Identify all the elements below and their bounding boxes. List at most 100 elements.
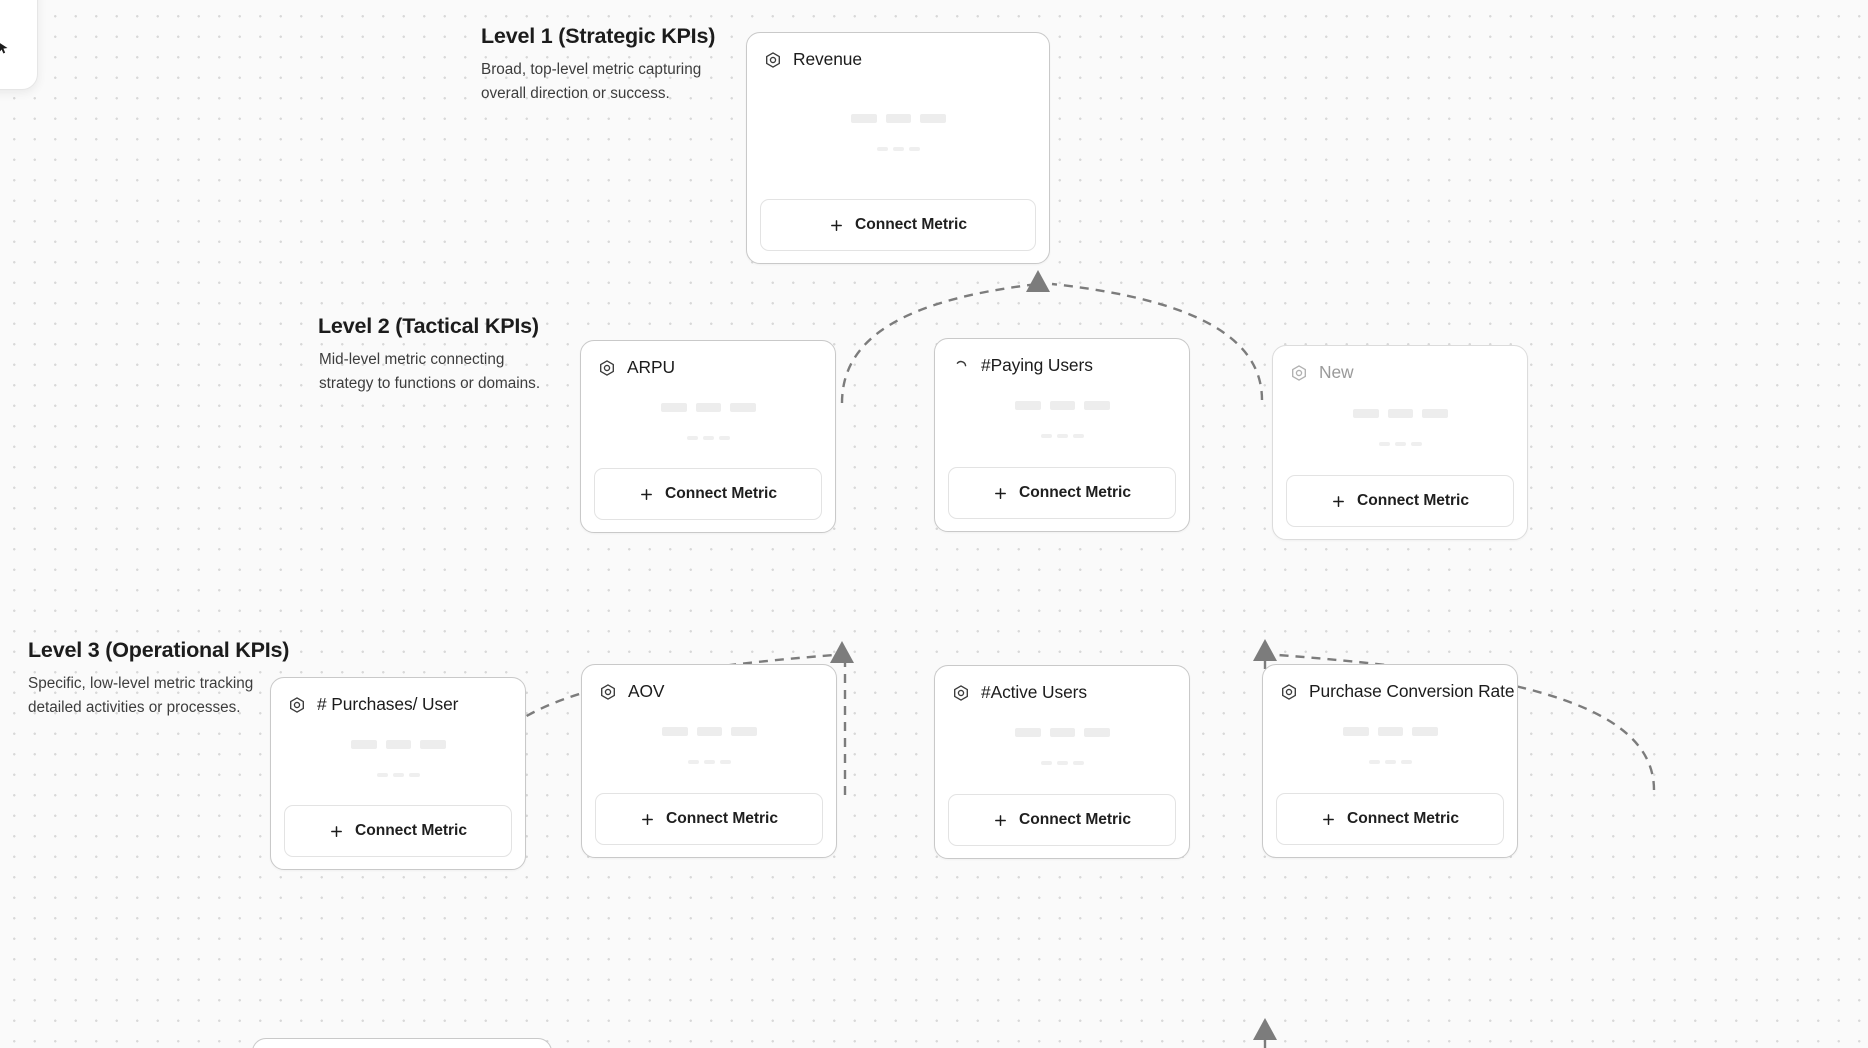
card-header-purchase-conversion-rate: Purchase Conversion Rate: [1276, 678, 1515, 702]
level-1-desc-line-1: Broad, top-level metric capturing: [481, 61, 702, 78]
skeleton-row-primary: [1352, 408, 1448, 418]
metric-card-purchase-conversion-rate[interactable]: Purchase Conversion Rate Connect Metric: [1262, 664, 1518, 858]
metric-card-paying-users[interactable]: #Paying Users Connect Metric: [934, 338, 1190, 532]
skeleton-bar: [660, 402, 687, 412]
connect-metric-button-purchases-per-user[interactable]: Connect Metric: [284, 805, 512, 857]
card-title-new: New: [1319, 362, 1354, 382]
skeleton-bar: [729, 402, 756, 412]
level-3-desc-line-1: Specific, low-level metric tracking: [28, 675, 254, 692]
hexagon-metric-icon: [766, 51, 780, 68]
metric-card-partial-offscreen[interactable]: [252, 1038, 552, 1048]
skeleton-row-secondary: [1040, 761, 1084, 765]
connect-metric-button-purchase-conversion-rate[interactable]: Connect Metric: [1276, 793, 1504, 845]
connect-metric-button-revenue[interactable]: Connect Metric: [760, 199, 1036, 251]
connect-metric-label: Connect Metric: [1019, 484, 1131, 501]
skeleton-bar: [695, 402, 721, 412]
card-skeleton-active-users: [948, 703, 1176, 794]
card-skeleton-purchases-per-user: [284, 715, 512, 805]
connect-metric-button-active-users[interactable]: Connect Metric: [948, 794, 1176, 846]
skeleton-bar: [696, 727, 722, 736]
connect-metric-label: Connect Metric: [1019, 811, 1131, 828]
skeleton-row-secondary: [687, 760, 731, 764]
connect-metric-label: Connect Metric: [666, 810, 778, 827]
plus-icon: [995, 487, 1006, 499]
card-header-revenue: Revenue: [760, 46, 1036, 70]
skeleton-row-secondary: [686, 435, 730, 440]
metric-card-purchases-per-user[interactable]: # Purchases/ User Connect Metric: [270, 677, 526, 870]
skeleton-bar: [385, 739, 411, 749]
skeleton-bar: [1368, 760, 1380, 764]
card-header-paying-users: #Paying Users: [948, 352, 1176, 376]
card-header-arpu: ARPU: [594, 354, 822, 378]
plus-icon: [1333, 495, 1344, 507]
connect-metric-label: Connect Metric: [665, 485, 777, 502]
connect-metric-button-paying-users[interactable]: Connect Metric: [948, 467, 1176, 519]
connect-metric-button-arpu[interactable]: Connect Metric: [594, 468, 822, 520]
connect-metric-label: Connect Metric: [1347, 810, 1459, 827]
level-1-title: Level 1 (Strategic KPIs): [481, 24, 716, 48]
skeleton-bar: [1056, 434, 1068, 438]
skeleton-bar: [1072, 761, 1084, 765]
skeleton-row-secondary: [876, 147, 920, 151]
skeleton-bar: [661, 727, 688, 736]
plus-icon: [641, 488, 652, 500]
card-skeleton-arpu: [594, 378, 822, 468]
level-2-desc-line-1: Mid-level metric connecting: [319, 351, 505, 368]
skeleton-row-primary: [660, 402, 756, 412]
card-skeleton-new: [1286, 383, 1514, 475]
skeleton-bar: [919, 114, 946, 123]
card-skeleton-paying-users: [948, 376, 1176, 467]
level-3-description: Specific, low-level metric tracking deta…: [28, 672, 289, 720]
skeleton-row-primary: [350, 739, 446, 749]
skeleton-bar: [1378, 441, 1390, 446]
connect-metric-button-new[interactable]: Connect Metric: [1286, 475, 1514, 527]
level-1-desc-line-2: overall direction or success.: [481, 85, 670, 102]
hexagon-metric-icon: [290, 696, 304, 713]
skeleton-row-secondary: [1040, 434, 1084, 438]
skeleton-bar: [730, 727, 757, 736]
skeleton-bar: [1352, 408, 1379, 418]
skeleton-bar: [408, 772, 420, 777]
skeleton-bar: [1014, 401, 1041, 410]
card-header-active-users: #Active Users: [948, 679, 1176, 703]
metric-card-aov[interactable]: AOV Connect Metric: [581, 664, 837, 858]
skeleton-bar: [719, 760, 731, 764]
plus-icon: [831, 219, 842, 231]
hexagon-metric-icon: [1282, 683, 1296, 700]
skeleton-row-primary: [850, 114, 946, 123]
level-2-label: Level 2 (Tactical KPIs) Mid-level metric…: [318, 314, 540, 396]
skeleton-bar: [1421, 408, 1448, 418]
skeleton-bar: [392, 772, 404, 777]
connect-metric-label: Connect Metric: [1357, 492, 1469, 509]
skeleton-bar: [1083, 401, 1110, 410]
card-skeleton-purchase-conversion-rate: [1276, 702, 1504, 793]
loading-spinner-icon: [956, 360, 967, 366]
floating-toolbar-panel[interactable]: [0, 0, 38, 90]
skeleton-bar: [718, 435, 730, 440]
metric-card-active-users[interactable]: #Active Users Connect Metric: [934, 665, 1190, 859]
connect-metric-label: Connect Metric: [355, 822, 467, 839]
skeleton-row-secondary: [1378, 441, 1422, 446]
metric-card-arpu[interactable]: ARPU Connect Metric: [580, 340, 836, 533]
skeleton-bar: [1083, 728, 1110, 737]
card-skeleton-aov: [595, 702, 823, 793]
metric-card-revenue[interactable]: Revenue Connect Metric: [746, 32, 1050, 264]
skeleton-bar: [1040, 434, 1052, 438]
card-title-arpu: ARPU: [627, 357, 675, 377]
skeleton-bar: [850, 114, 877, 123]
skeleton-bar: [1411, 727, 1438, 736]
plus-icon: [1323, 813, 1334, 825]
hexagon-metric-icon: [601, 683, 615, 700]
connect-metric-label: Connect Metric: [855, 216, 967, 233]
card-title-purchases-per-user: # Purchases/ User: [317, 694, 459, 714]
hexagon-metric-icon: [600, 359, 614, 376]
card-title-aov: AOV: [628, 681, 665, 701]
metric-card-new[interactable]: New Connect Metric: [1272, 345, 1528, 540]
hexagon-metric-icon: [1292, 364, 1306, 381]
skeleton-bar: [1410, 441, 1422, 446]
connect-metric-button-aov[interactable]: Connect Metric: [595, 793, 823, 845]
plus-icon: [331, 825, 342, 837]
hexagon-metric-icon: [954, 684, 968, 701]
skeleton-bar: [1049, 728, 1075, 737]
